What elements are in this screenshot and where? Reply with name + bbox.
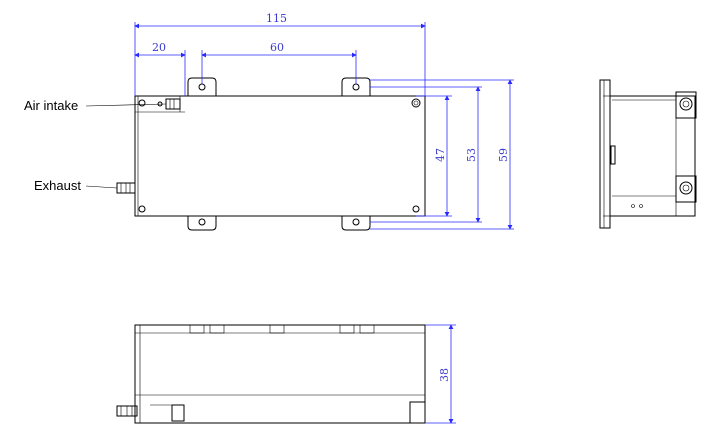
air-intake-leader: [85, 103, 167, 107]
air-intake-label: Air intake: [24, 98, 78, 113]
front-view: [116, 324, 426, 424]
dim-mount-spacing: 60: [270, 41, 284, 54]
mount-tab-bottom-right: [341, 216, 371, 231]
dim-outer-height: 59: [497, 148, 510, 162]
side-view: [599, 79, 697, 229]
top-view-body: [134, 95, 426, 217]
dim-left-offset: 20: [152, 41, 166, 54]
exhaust-leader: [85, 185, 118, 189]
dimensions-top-view: [134, 22, 514, 230]
dim-inner-height: 47: [434, 148, 447, 162]
top-view: [85, 77, 426, 231]
dim-side-height: 38: [438, 368, 451, 382]
exhaust-label: Exhaust: [34, 178, 81, 193]
mount-tab-bottom-left: [187, 216, 217, 231]
dimensions-front-view: [425, 324, 456, 424]
dim-mid-height: 53: [465, 148, 478, 162]
dim-total-length: 115: [266, 12, 287, 25]
